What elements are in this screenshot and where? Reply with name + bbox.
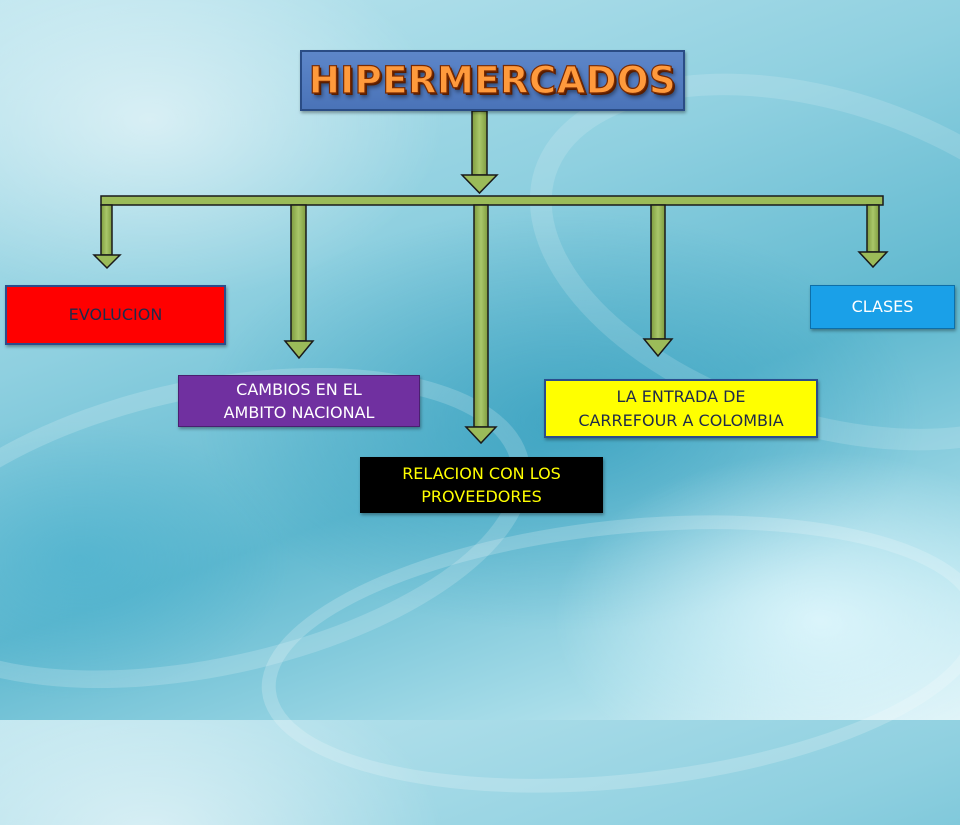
node-label: CLASES [851,297,914,317]
connector-arrows [92,110,889,445]
title-down-arrow [460,110,499,195]
node-label: CAMBIOS EN EL AMBITO NACIONAL [223,379,375,422]
node-label: RELACION CON LOS PROVEEDORES [402,463,561,506]
diagram-title: HIPERMERCADOS [308,58,677,102]
arrow-to-cambios [283,204,315,360]
title-box: HIPERMERCADOS [300,50,685,111]
node-evolucion: EVOLUCION [5,285,226,345]
node-entrada-carrefour: LA ENTRADA DE CARREFOUR A COLOMBIA [544,379,818,438]
node-cambios-ambito-nacional: CAMBIOS EN EL AMBITO NACIONAL [178,375,420,427]
arrow-to-entrada [642,204,674,358]
arrow-to-clases [857,204,889,269]
node-label: EVOLUCION [68,305,163,325]
horizontal-connector-bar [100,195,884,206]
node-clases: CLASES [810,285,955,329]
arrow-to-relacion [464,204,498,445]
node-relacion-proveedores: RELACION CON LOS PROVEEDORES [360,457,603,513]
node-label: LA ENTRADA DE CARREFOUR A COLOMBIA [578,387,784,430]
arrow-to-evolucion [92,204,122,270]
